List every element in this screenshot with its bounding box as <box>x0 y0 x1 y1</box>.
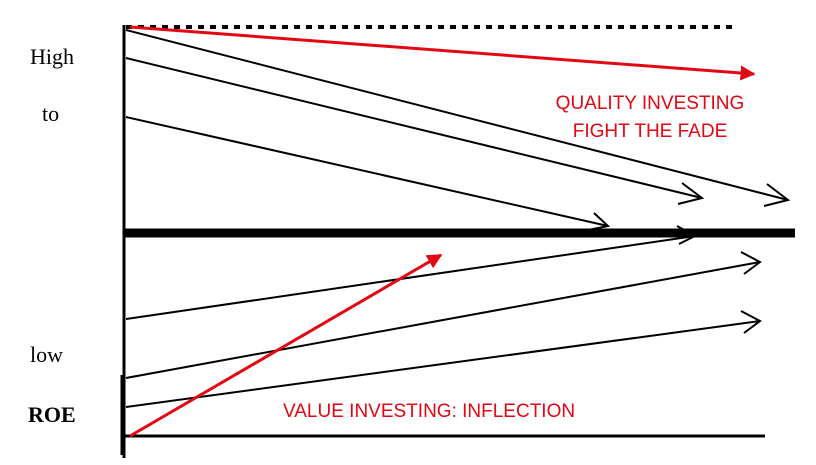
fade-arrow-second <box>125 57 705 205</box>
label-roe: ROE <box>28 402 76 427</box>
fade-arrow-third <box>125 116 611 231</box>
value-investing-label: VALUE INVESTING: INFLECTION <box>283 401 575 422</box>
rise-arrow-top <box>125 225 698 320</box>
high-roe-fade-arrows <box>125 29 791 231</box>
rise-arrow-middle <box>125 251 762 379</box>
low-roe-rise-arrows <box>125 225 762 408</box>
fight-the-fade-label: FIGHT THE FADE <box>573 121 728 142</box>
value-red-arrow <box>129 253 443 438</box>
label-high: High <box>30 44 74 69</box>
label-to: to <box>42 101 59 126</box>
label-low: low <box>30 342 63 367</box>
fade-arrow-top <box>125 29 791 207</box>
quality-red-arrow <box>129 25 756 81</box>
rise-arrow-bottom <box>125 310 762 408</box>
quality-investing-label: QUALITY INVESTING <box>556 93 745 114</box>
